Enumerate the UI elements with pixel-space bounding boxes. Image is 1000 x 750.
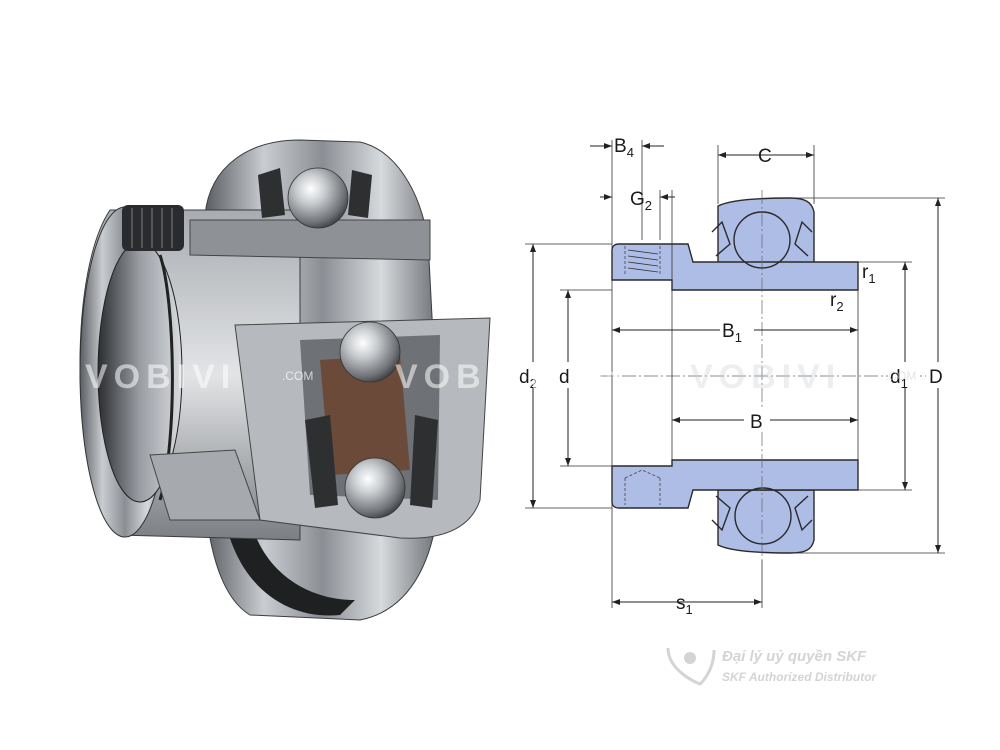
seal-top-left (258, 168, 285, 218)
watermark-right: VOBIVI (690, 358, 841, 396)
label-big-d-main: D (929, 367, 943, 388)
extension-lines (525, 140, 945, 608)
ball-top (287, 167, 349, 229)
label-d2: d2 (519, 367, 537, 391)
label-s1: s1 (676, 593, 693, 617)
brand-block: Đại lý uỷ quyền SKF SKF Authorized Distr… (666, 647, 878, 686)
label-g2-sub: 2 (645, 198, 652, 213)
brand-line-1: Đại lý uỷ quyền SKF (722, 648, 867, 665)
cut-face-top (189, 219, 431, 261)
bearing-3d-illustration (79, 139, 491, 621)
section-seal-tr (794, 220, 813, 257)
seal-band (225, 520, 355, 616)
label-b4-sub: 4 (627, 145, 634, 160)
label-r1-sub: 1 (868, 271, 875, 286)
watermark-center: VOBIVI (395, 358, 546, 396)
label-b-main: B (750, 412, 763, 433)
brand-line-2: SKF Authorized Distributor (722, 670, 878, 684)
seal-lower-right (410, 415, 438, 508)
label-c: C (758, 146, 772, 167)
label-big-d: D (929, 367, 943, 388)
label-d2-sub: 2 (530, 376, 537, 391)
label-b4-main: B (614, 136, 627, 157)
label-b: B (750, 412, 763, 433)
label-r2-sub: 2 (836, 299, 843, 314)
seal-lower-left (305, 415, 338, 508)
label-d2-main: d (519, 367, 530, 388)
label-r1: r1 (862, 262, 876, 286)
section-ball-bottom (734, 487, 792, 545)
ball-bottom (344, 457, 406, 519)
label-d-main: d (559, 367, 570, 388)
set-screw-section (624, 246, 661, 276)
section-seal-tl (711, 220, 731, 257)
label-g2: G2 (630, 189, 652, 213)
watermark-left: VOBIVI (85, 358, 236, 396)
label-r2: r2 (830, 290, 844, 314)
arrowheads (530, 143, 941, 605)
label-s1-sub: 1 (686, 602, 693, 617)
watermark-group: VOBIVI .COM VOBIVI .COM VOBIVI .COM (85, 358, 916, 396)
label-b1-sub: 1 (735, 330, 742, 345)
cross-section-drawing: B4 G2 C r1 r2 B1 B d2 d d1 D (517, 136, 948, 617)
label-d: d (559, 367, 570, 388)
section-seal-br (794, 495, 813, 532)
label-g2-main: G (630, 189, 645, 210)
watermark-right-suffix: .COM (885, 369, 916, 383)
seal-top-right (348, 170, 372, 218)
ball-mid (339, 321, 401, 383)
label-b1-main: B (722, 321, 735, 342)
watermark-center-suffix: .COM (588, 369, 619, 383)
inner-ring-step (149, 449, 261, 521)
section-seal-bl (711, 495, 731, 532)
label-d1-sub: 1 (901, 376, 908, 391)
watermark-left-suffix: .COM (282, 369, 313, 383)
brand-logo-icon (666, 647, 716, 686)
label-r2-main: r (830, 290, 837, 311)
label-c-main: C (758, 146, 772, 167)
label-d1: d1 (890, 367, 908, 391)
label-d1-main: d (890, 367, 901, 388)
set-screw-thread (131, 208, 173, 248)
label-s1-main: s (676, 593, 686, 614)
ball-cage (320, 355, 410, 475)
set-screw-hole-bottom (624, 469, 661, 505)
label-b1: B1 (722, 321, 742, 345)
label-b4: B4 (614, 136, 634, 160)
label-r1-main: r (862, 262, 869, 283)
label-masks (517, 318, 948, 432)
